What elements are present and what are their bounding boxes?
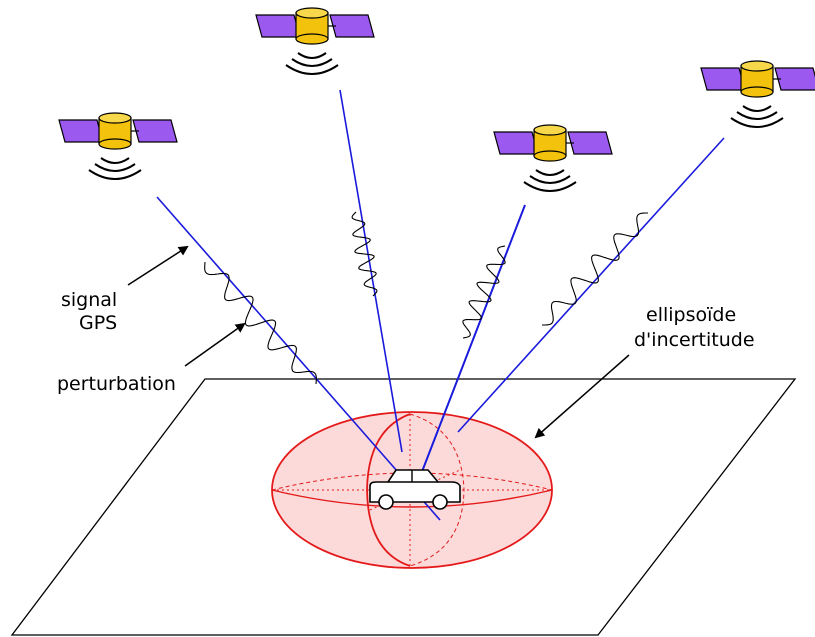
signal-rays <box>156 89 725 521</box>
perturbation-wave-1 <box>204 261 317 385</box>
satellite-3 <box>493 124 613 192</box>
perturbation-wave-4 <box>542 212 648 326</box>
satellite-2 <box>255 7 375 75</box>
ellipsoid-arrow <box>534 354 630 439</box>
signal-arrow <box>127 245 189 286</box>
label-gps: GPS <box>79 312 118 334</box>
label-signal: signal <box>61 289 118 311</box>
ground-plane <box>10 378 797 636</box>
satellite-4 <box>700 60 815 128</box>
label-perturbation: perturbation <box>57 373 176 395</box>
satellite-1 <box>58 112 178 180</box>
label-ellipsoid: ellipsoïde <box>646 304 737 326</box>
perturbation-wave-2 <box>351 211 378 297</box>
annotation-arrows <box>127 245 630 439</box>
perturbation-arrow <box>184 322 246 367</box>
signal-ray-4 <box>457 137 725 433</box>
label-incertitude: d'incertitude <box>634 329 755 351</box>
signal-ray-3 <box>417 204 526 483</box>
car-icon <box>369 469 461 510</box>
perturbation-waves <box>204 211 648 385</box>
ellipsoid-equator-front <box>271 489 553 508</box>
signal-ray-1 <box>156 196 441 521</box>
perturbation-wave-3 <box>462 245 506 339</box>
